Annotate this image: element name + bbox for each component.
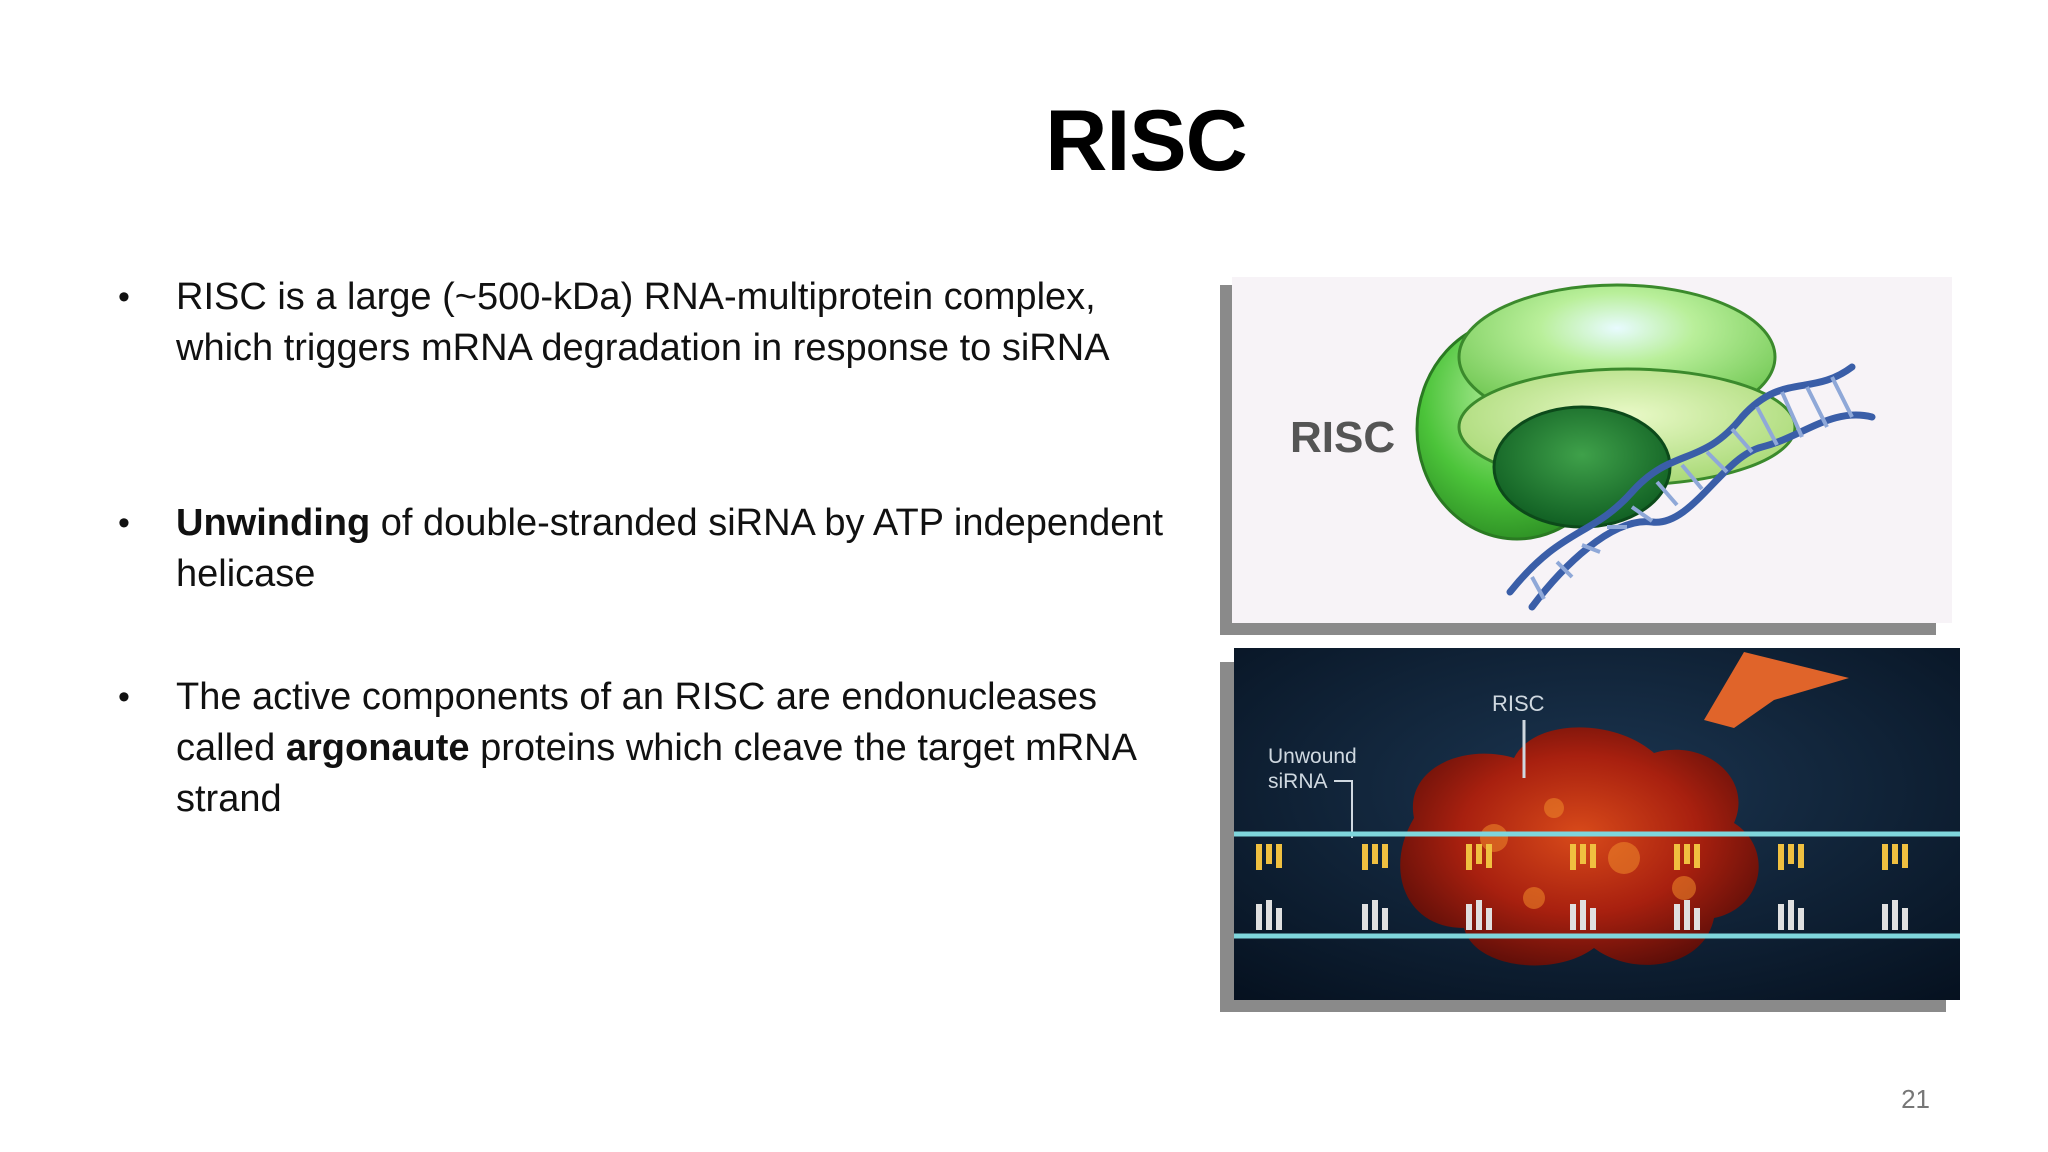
bullet-bold-term: argonaute: [285, 727, 470, 769]
figure-label: siRNA: [1268, 770, 1328, 793]
bullet-text: of double-stranded siRNA by ATP independ…: [176, 502, 1164, 595]
bullet-text: proteins which cleave the target mRNA st…: [176, 727, 1135, 820]
page-number: 21: [1901, 1084, 1930, 1114]
figure-label: RISC: [1492, 691, 1545, 716]
figure-label: RISC: [1290, 413, 1395, 462]
bullet-item: • Unwinding of double-stranded siRNA by …: [112, 498, 1186, 600]
risc-cleavage-illustration: RISC Unwound siRNA: [1234, 648, 1960, 1000]
risc-cleavage-figure: RISC Unwound siRNA: [1220, 648, 1960, 1012]
bullet-item: • RISC is a large (~500-kDa) RNA-multipr…: [112, 272, 1186, 374]
bullet-bold-term: Unwinding: [176, 502, 371, 544]
bullet-item: • The active components of an RISC are e…: [112, 672, 1186, 825]
risc-complex-illustration: RISC: [1290, 283, 1876, 611]
slide-title: RISC: [1045, 93, 1247, 189]
risc-complex-figure: RISC: [1220, 277, 1952, 635]
bullet-dot: •: [118, 278, 130, 316]
figure-label: Unwound: [1268, 745, 1357, 768]
bullet-dot: •: [118, 504, 130, 542]
bullet-text: The active components of an RISC are end…: [176, 676, 1097, 769]
bullet-dot: •: [118, 678, 130, 716]
bullet-text: RISC is a large (~500-kDa) RNA-multiprot…: [176, 276, 1110, 369]
